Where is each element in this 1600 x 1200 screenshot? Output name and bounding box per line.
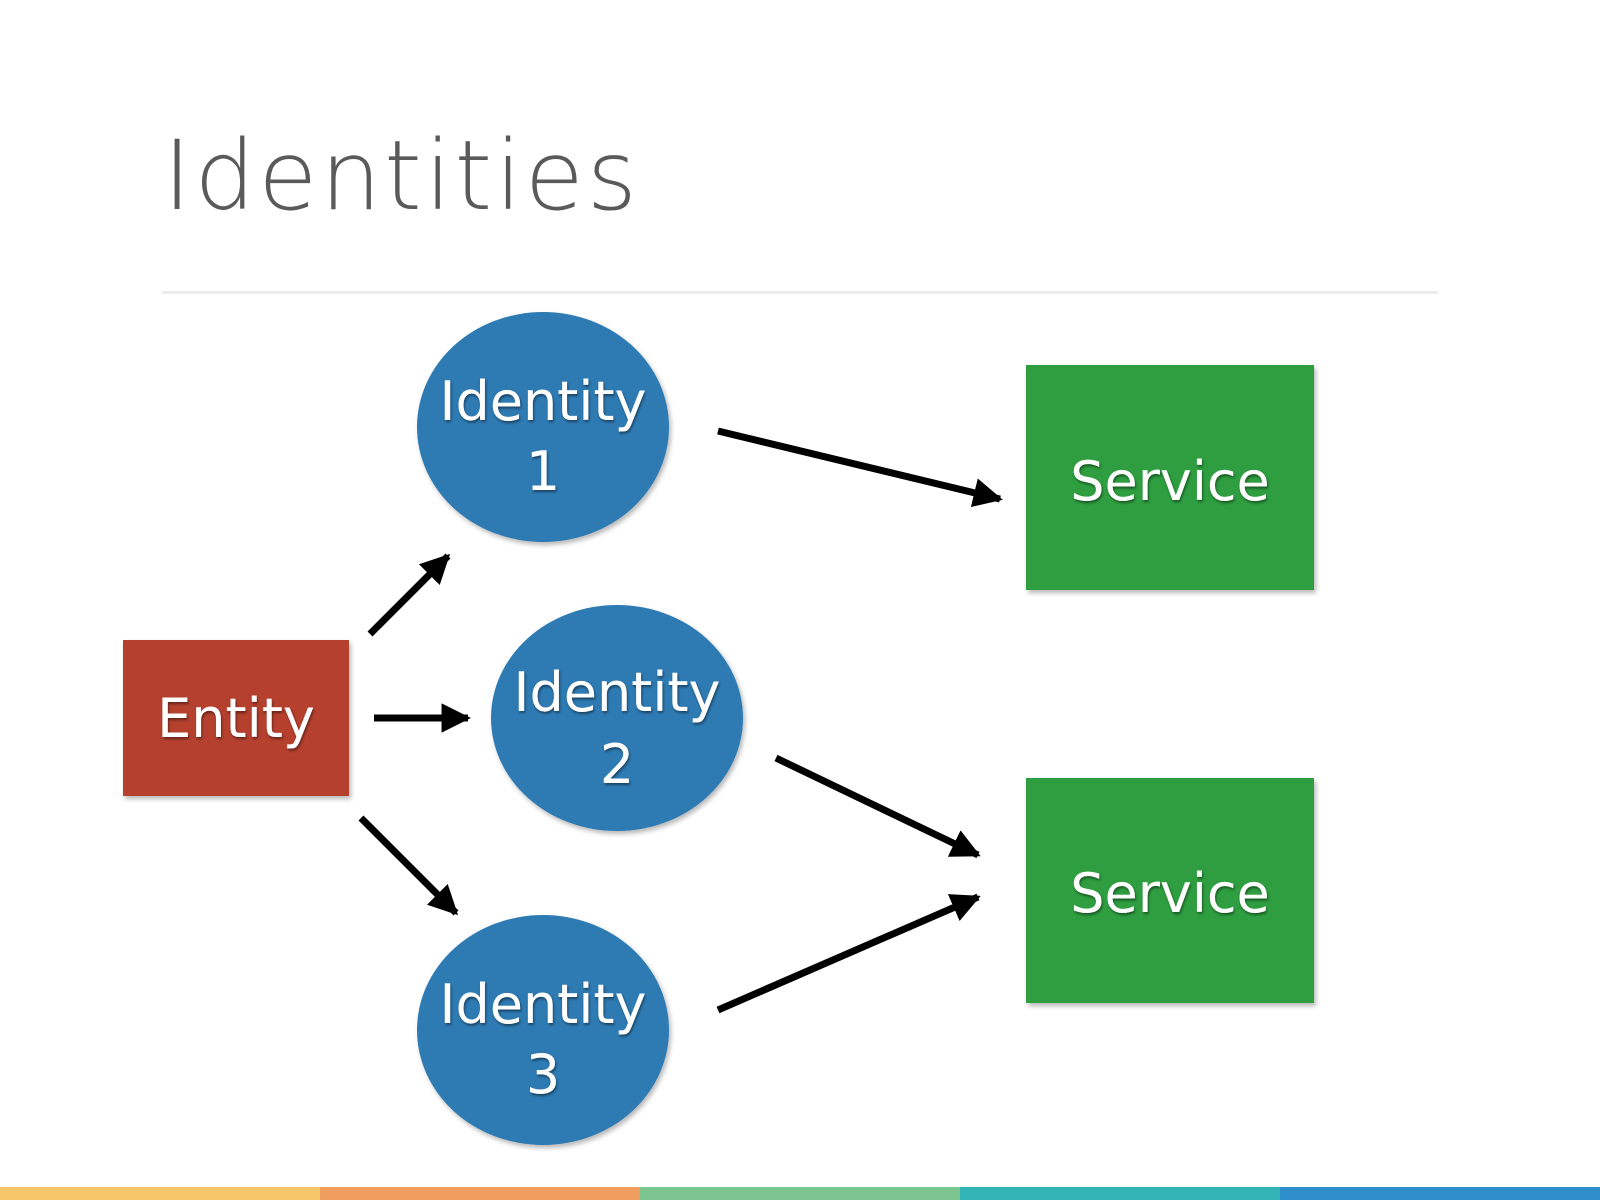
identity-1-node: Identity 1 — [417, 312, 669, 542]
identity-1-label-line1: Identity — [440, 370, 647, 433]
identity-3-node: Identity 3 — [417, 915, 669, 1145]
identity-3-label-line2: 3 — [526, 1043, 560, 1106]
footer-segment-3 — [640, 1187, 960, 1200]
identity-3-circle — [417, 915, 669, 1145]
identity-1-circle — [417, 312, 669, 542]
arrow-identity-3-to-service-2 — [716, 893, 981, 1014]
identity-3-label-line1: Identity — [440, 973, 647, 1036]
entity-node: Entity — [123, 640, 349, 796]
identity-2-label-line1: Identity — [514, 661, 721, 724]
identity-1-label-line2: 1 — [526, 440, 560, 503]
service-2-node: Service — [1026, 778, 1314, 1003]
arrow-identity-2-to-service-2 — [774, 754, 981, 859]
slide-title: Identities — [163, 120, 640, 232]
footer-color-bar — [0, 1187, 1600, 1200]
service-2-box — [1026, 778, 1314, 1003]
footer-segment-4 — [960, 1187, 1280, 1200]
identity-2-node: Identity 2 — [491, 605, 743, 831]
service-1-box — [1026, 365, 1314, 590]
service-2-label: Service — [1070, 862, 1270, 925]
service-1-node: Service — [1026, 365, 1314, 590]
service-1-label: Service — [1070, 450, 1270, 513]
entity-box — [123, 640, 349, 796]
arrow-entity-to-identity-3 — [358, 815, 459, 916]
edges — [358, 427, 1003, 1014]
entity-label: Entity — [157, 687, 315, 750]
footer-segment-1 — [0, 1187, 320, 1200]
arrow-identity-1-to-service-1 — [717, 427, 1003, 508]
footer-segment-5 — [1280, 1187, 1600, 1200]
identity-2-circle — [491, 605, 743, 831]
footer-segment-2 — [320, 1187, 640, 1200]
title-divider — [162, 291, 1438, 294]
arrow-entity-to-identity-1 — [367, 553, 451, 637]
identity-2-label-line2: 2 — [600, 733, 634, 796]
